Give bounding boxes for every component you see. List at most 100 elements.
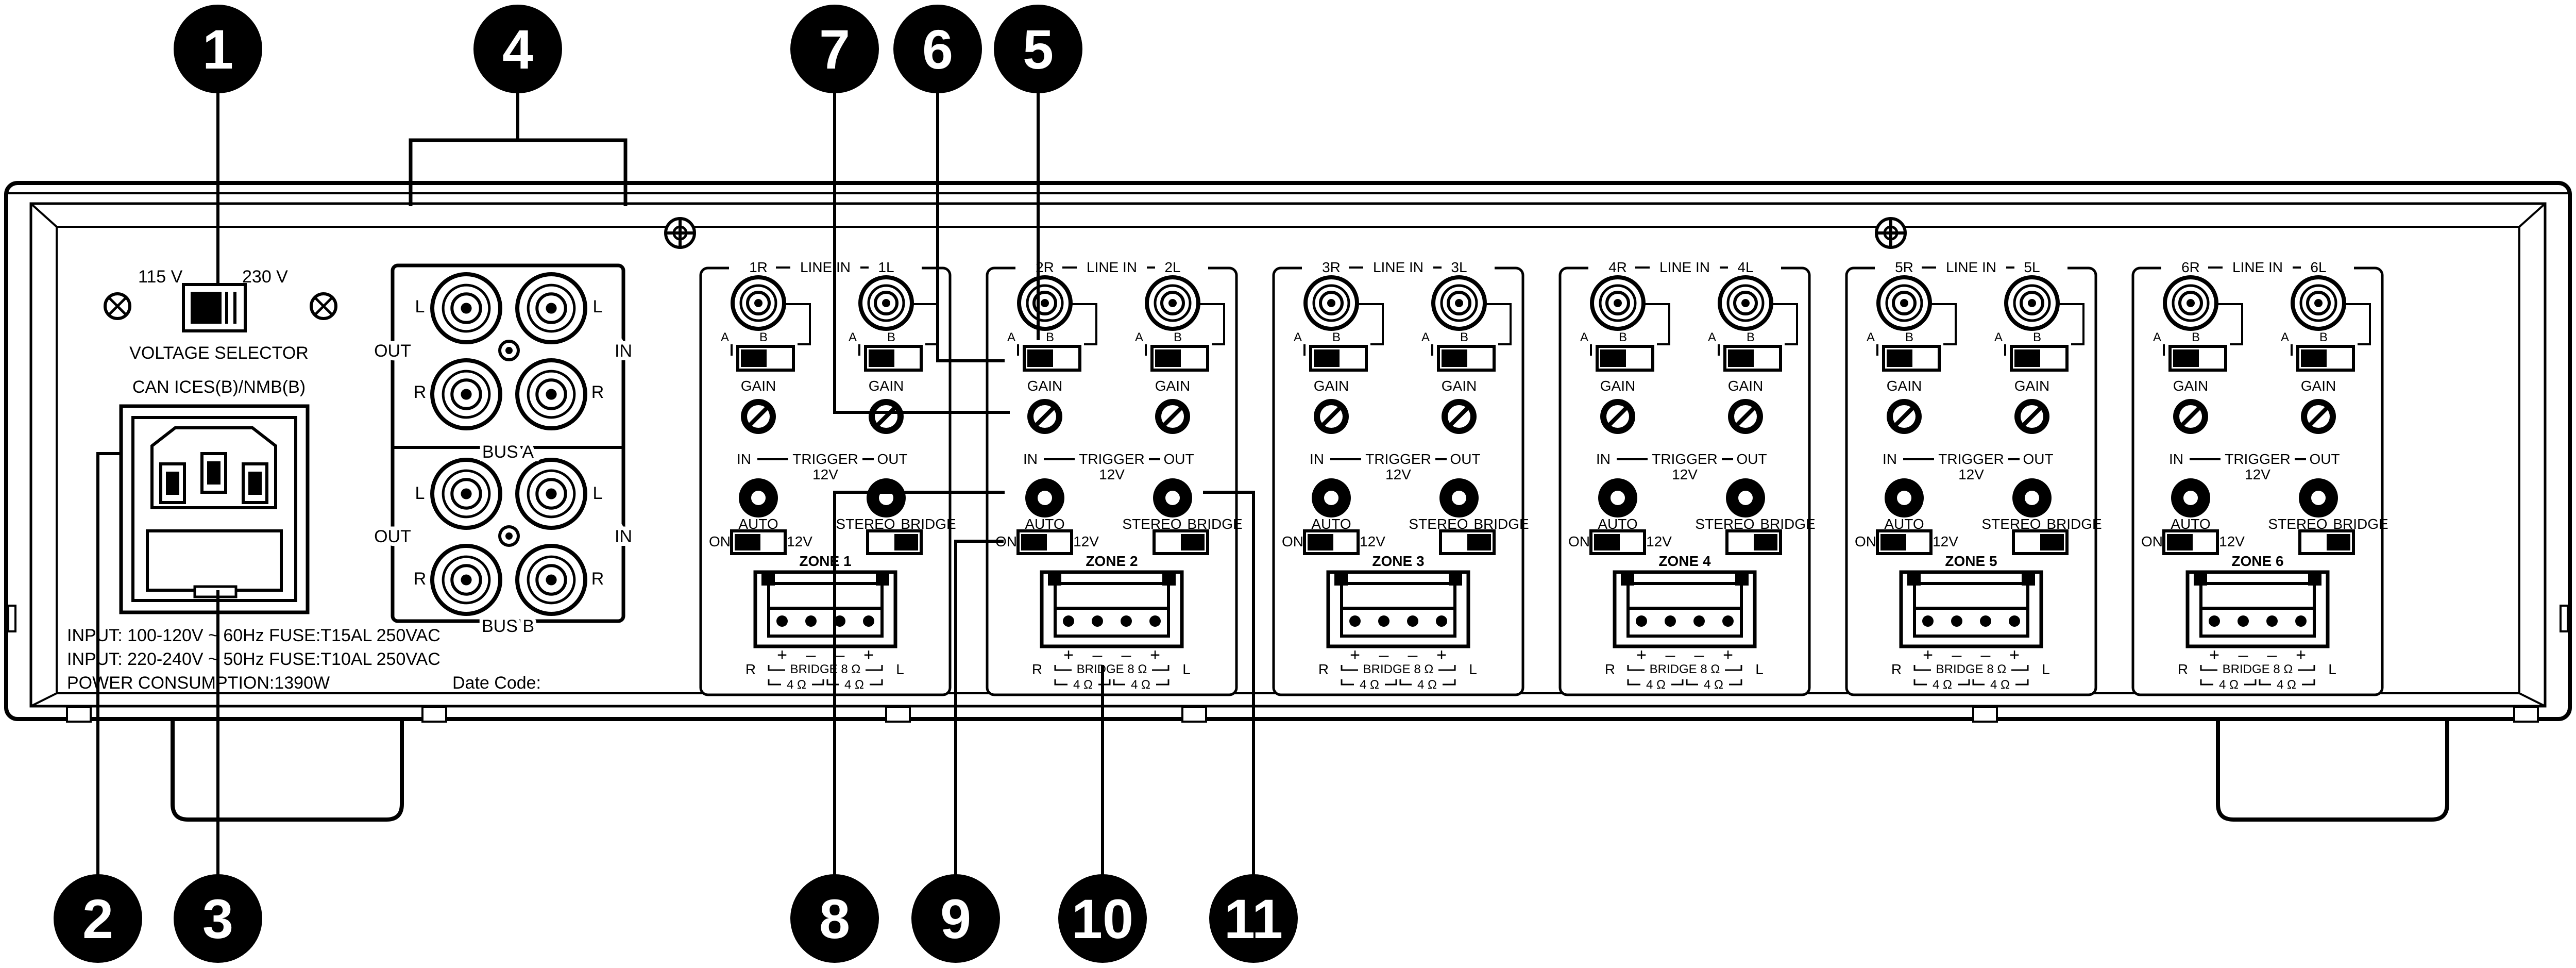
zone-5-right-gain-label: GAIN	[1887, 378, 1922, 394]
zone-4-right-gain-knob[interactable]	[1600, 399, 1635, 434]
zone-4-terminal-3-polarity: –	[1694, 645, 1704, 665]
zone-3-trigger-out-jack[interactable]	[1439, 478, 1479, 518]
zone-2-right-gain-knob[interactable]	[1027, 399, 1062, 434]
zone-3-stereo-bridge-switch[interactable]	[1439, 529, 1496, 555]
zone-2-line-in-left-jack[interactable]	[1145, 275, 1200, 331]
zone-2-trigger-in-jack[interactable]	[1025, 478, 1064, 518]
zone-6-line-in-left-jack[interactable]	[2291, 275, 2346, 331]
zone-2-left-gain-knob[interactable]	[1155, 399, 1190, 434]
zone-1-line-in-left-jack[interactable]	[858, 275, 914, 331]
power-section: 115 V 230 V VOLTAGE SELECTOR CAN ICES(B)…	[67, 267, 541, 693]
voltage-selector-switch[interactable]	[182, 283, 247, 332]
zone-1-right-input-select-switch[interactable]	[736, 345, 795, 372]
zone-4-stereo-bridge-switch[interactable]	[1725, 529, 1782, 555]
zone-1-on-label: ON	[709, 533, 731, 549]
zone-4-right-input-select-switch[interactable]	[1596, 345, 1654, 372]
zone-5-trigger-out-jack[interactable]	[2012, 478, 2052, 518]
bus-b-in-label: IN	[615, 527, 632, 546]
zone-6-trigger-out-jack[interactable]	[2299, 478, 2338, 518]
zone-4-line-in-right-jack[interactable]	[1590, 275, 1646, 331]
bus-b-r-in-jack[interactable]	[515, 544, 587, 616]
zone-6-label: ZONE 6	[2231, 553, 2283, 569]
zone-3-left-input-select-switch[interactable]	[1437, 345, 1496, 372]
zone-4-left-b-label: B	[1747, 330, 1755, 344]
zone-6-right-gain-knob[interactable]	[2173, 399, 2208, 434]
spec-line-3: POWER CONSUMPTION:1390W	[67, 673, 330, 693]
bus-a-l-in-jack[interactable]	[515, 272, 587, 344]
zone-2-auto-label: AUTO	[1025, 516, 1064, 532]
zone-1-right-gain-knob[interactable]	[741, 399, 776, 434]
zone-2-trigger-mode-switch[interactable]	[1016, 529, 1073, 555]
zone-2-stereo-bridge-switch[interactable]	[1153, 529, 1209, 555]
zone-4-left-gain-knob[interactable]	[1728, 399, 1763, 434]
zone-3-line-in-right-jack[interactable]	[1303, 275, 1359, 331]
ac-power-inlet[interactable]	[119, 404, 310, 614]
zone-5-line-in-label: LINE IN	[1946, 259, 1996, 275]
callout-9-number: 9	[940, 888, 971, 950]
zone-2-right-input-select-switch[interactable]	[1023, 345, 1081, 372]
zone-6-line-in-right-jack[interactable]	[2163, 275, 2218, 331]
zone-5-right-input-select-switch[interactable]	[1882, 345, 1941, 372]
zone-4-left-input-select-switch[interactable]	[1723, 345, 1782, 372]
zone-3-trigger-mode-switch[interactable]	[1303, 529, 1360, 555]
zone-1-speaker-terminal[interactable]	[753, 570, 897, 648]
zone-5-left-input-select-switch[interactable]	[2010, 345, 2069, 372]
zone-6-speaker-terminal[interactable]	[2185, 570, 2330, 648]
zone-6-stereo-bridge-switch[interactable]	[2298, 529, 2355, 555]
zone-5-trigger-mode-switch[interactable]	[1876, 529, 1933, 555]
zone-4-speaker-terminal[interactable]	[1613, 570, 1757, 648]
bus-b-r-in-label: R	[591, 569, 604, 589]
bus-a-r-out-jack[interactable]	[430, 358, 502, 430]
zone-3-right-gain-knob[interactable]	[1314, 399, 1349, 434]
zone-3-speaker-terminal[interactable]	[1326, 570, 1470, 648]
zone-3-line-in-left-jack[interactable]	[1431, 275, 1487, 331]
zone-4-line-in-left-jack[interactable]	[1718, 275, 1773, 331]
zone-5-speaker-terminal[interactable]	[1899, 570, 2043, 648]
zone-1-trigger-out-jack[interactable]	[867, 478, 906, 518]
spec-line-2: INPUT: 220-240V ~ 50Hz FUSE:T10AL 250VAC	[67, 649, 440, 669]
zone-5-line-in-left-jack[interactable]	[2004, 275, 2060, 331]
zone-6-trigger-mode-switch[interactable]	[2162, 529, 2219, 555]
zone-1-line-in-right-jack[interactable]	[731, 275, 786, 331]
zone-1-stereo-bridge-switch[interactable]	[866, 529, 923, 555]
zone-2-bridge-label: BRIDGE	[1187, 516, 1242, 532]
zone-4-switch-12v-label: 12V	[1646, 533, 1672, 549]
zone-4-trigger-in-jack[interactable]	[1598, 478, 1637, 518]
callout-6-number: 6	[922, 18, 953, 80]
zone-6-left-input-select-switch[interactable]	[2296, 345, 2355, 372]
zone-4-label: ZONE 4	[1658, 553, 1711, 569]
callout-8: 8	[790, 874, 879, 963]
bus-a-r-in-jack[interactable]	[515, 358, 587, 430]
fuse-holder[interactable]	[146, 529, 283, 592]
zone-3-trigger-in-label: IN	[1310, 451, 1324, 467]
bus-b-l-in-jack[interactable]	[515, 458, 587, 530]
zone-2-trigger-12v-label: 12V	[1099, 466, 1125, 482]
zone-1-trigger-mode-switch[interactable]	[730, 529, 787, 555]
zone-1-left-gain-knob[interactable]	[869, 399, 904, 434]
zone-5-trigger-in-jack[interactable]	[1885, 478, 1924, 518]
zone-1-left-input-select-switch[interactable]	[864, 345, 923, 372]
zone-1-trigger-in-jack[interactable]	[739, 478, 778, 518]
zone-2-left-input-select-switch[interactable]	[1150, 345, 1209, 372]
zone-5-right-gain-knob[interactable]	[1887, 399, 1922, 434]
bus-a-l-out-jack[interactable]	[430, 272, 502, 344]
zone-4-terminal-4-polarity: +	[1723, 645, 1733, 665]
zone-6-trigger-in-jack[interactable]	[2171, 478, 2210, 518]
zone-4-trigger-out-jack[interactable]	[1726, 478, 1765, 518]
zone-6-right-input-select-switch[interactable]	[2168, 345, 2227, 372]
zone-6-left-gain-knob[interactable]	[2301, 399, 2336, 434]
zone-4-trigger-mode-switch[interactable]	[1589, 529, 1646, 555]
zone-6-left-4-ohm-label: 4 Ω	[2277, 678, 2296, 692]
zone-6-terminal-4-polarity: +	[2296, 645, 2306, 665]
zone-3-left-gain-knob[interactable]	[1442, 399, 1477, 434]
zone-2-line-in-right-jack[interactable]	[1017, 275, 1073, 331]
bus-b-r-out-jack[interactable]	[430, 544, 502, 616]
zone-3-trigger-in-jack[interactable]	[1312, 478, 1351, 518]
bus-b-l-out-jack[interactable]	[430, 458, 502, 530]
zone-5-left-gain-knob[interactable]	[2014, 399, 2049, 434]
zone-2-speaker-terminal[interactable]	[1040, 570, 1184, 648]
zone-5-line-in-right-jack[interactable]	[1876, 275, 1932, 331]
zone-5-stereo-bridge-switch[interactable]	[2012, 529, 2069, 555]
zone-3-right-input-select-switch[interactable]	[1309, 345, 1368, 372]
zone-2-trigger-out-jack[interactable]	[1153, 478, 1192, 518]
